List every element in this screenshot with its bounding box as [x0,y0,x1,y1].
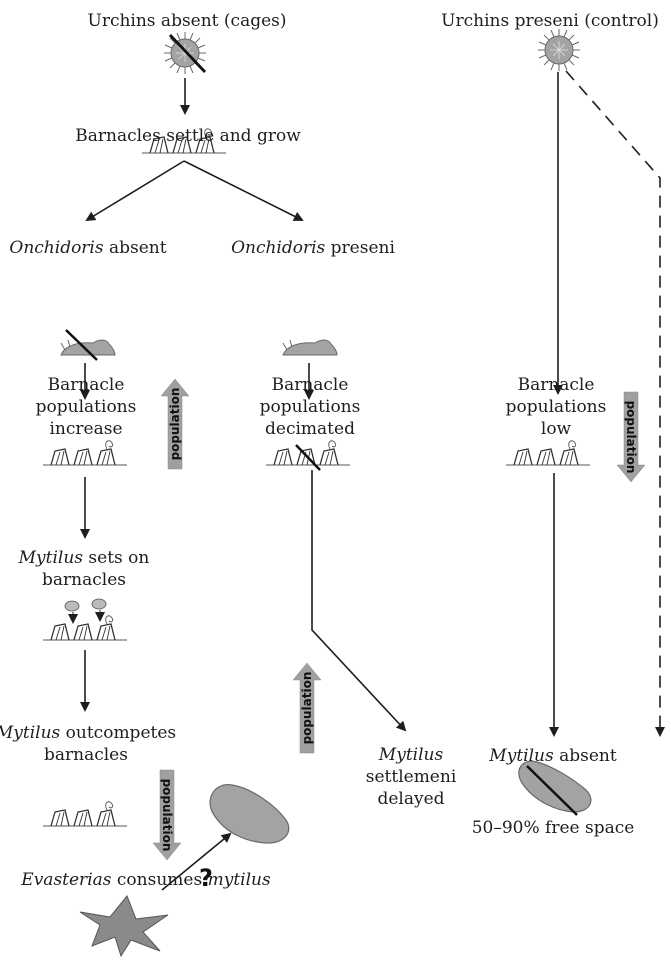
urchin-icon [537,28,581,72]
text-line: Mytilus [366,744,457,766]
mussel-larva-icon [64,598,107,624]
label-mytilus-absent: Mytilus absent [489,745,616,767]
strike-line-icon [526,765,578,816]
text-line: increase [49,419,123,439]
outcompetes-text: outcompetes [60,723,177,743]
population-arrow-icon: population [160,378,190,470]
onchidoris-present-text: preseni [325,238,395,258]
population-arrow-icon: population [616,391,646,483]
mytilus-name: Mytilus [378,745,444,765]
arrow [85,160,185,222]
mytilus-absent-text: absent [553,746,617,766]
population-arrow-icon: population [292,662,322,754]
population-arrow-icon: population [152,769,182,861]
barnacle-icon [42,615,128,641]
barnacle-icon [42,801,128,827]
label-mytilus-delayed: Mytilus settlemeni delayed [366,744,457,810]
heading-urchins-present: Urchins preseni (control) [441,11,659,31]
text-line: barnacles [42,570,126,590]
text-line: populations [35,397,137,417]
text-line: populations [505,397,607,417]
text-line: populations [259,397,361,417]
text-line: Barnacle [47,375,125,395]
text-line: settlemeni [365,767,457,787]
mytilus-name: Mytilus [18,548,84,568]
mussel-icon [209,784,290,844]
sea-star-icon [79,895,169,958]
question-mark: ? [199,864,213,892]
label-onchidoris-present: Onchidoris preseni [231,237,395,259]
onchidoris-absent-text: absent [103,238,167,258]
label-barnacle-increase: Barnacle populations increase [36,374,137,440]
label-evasterias: Evasterias consumes mytilus [21,869,270,891]
dashed-arrow [565,70,665,737]
arrow [311,470,407,732]
svg-text:population: population [168,388,182,461]
label-barnacles-settle: Barnacles settle and grow [75,126,301,146]
heading-urchins-absent: Urchins absent (cages) [87,11,287,31]
text-line: Barnacle [517,375,595,395]
mytilus-name: Mytilus [0,723,61,743]
strike-line-icon [65,329,98,361]
label-onchidoris-absent: Onchidoris absent [9,237,166,259]
label-free-space: 50–90% free space [471,818,635,838]
text-line: Mytilus sets on [19,547,150,569]
text-line: Mytilus outcompetes [0,722,176,744]
label-mytilus-outcompetes: Mytilus outcompetes barnacles [0,722,176,766]
arrow [183,160,304,221]
svg-text:population: population [624,401,638,474]
svg-text:population: population [300,672,314,745]
text-line: barnacles [44,745,128,765]
barnacle-icon [42,440,128,466]
strike-line-icon [295,444,321,471]
question-arrow [161,832,232,891]
text-line: low [540,419,572,439]
barnacle-icon [265,440,351,466]
text-line: decimated [265,419,355,439]
mytilus-sets-text: sets on [83,548,150,568]
text-line: delayed [377,789,445,809]
barnacle-icon [505,440,591,466]
svg-text:population: population [160,779,174,852]
mytilus-name: Mytilus [489,746,554,766]
onchidoris-name: Onchidoris [231,238,326,258]
consumes-text: consumes [111,870,208,890]
label-mytilus-sets: Mytilus sets on barnacles [19,547,150,591]
evasterias-name: Evasterias [21,870,112,890]
text-line: Barnacle [271,375,349,395]
nudibranch-icon [282,339,338,356]
onchidoris-name: Onchidoris [9,238,104,258]
mytilus-name: mytilus [207,870,271,890]
label-barnacle-low: Barnacle populations low [506,374,607,440]
label-barnacle-decimated: Barnacle populations decimated [260,374,361,440]
strike-line-icon [168,34,207,73]
